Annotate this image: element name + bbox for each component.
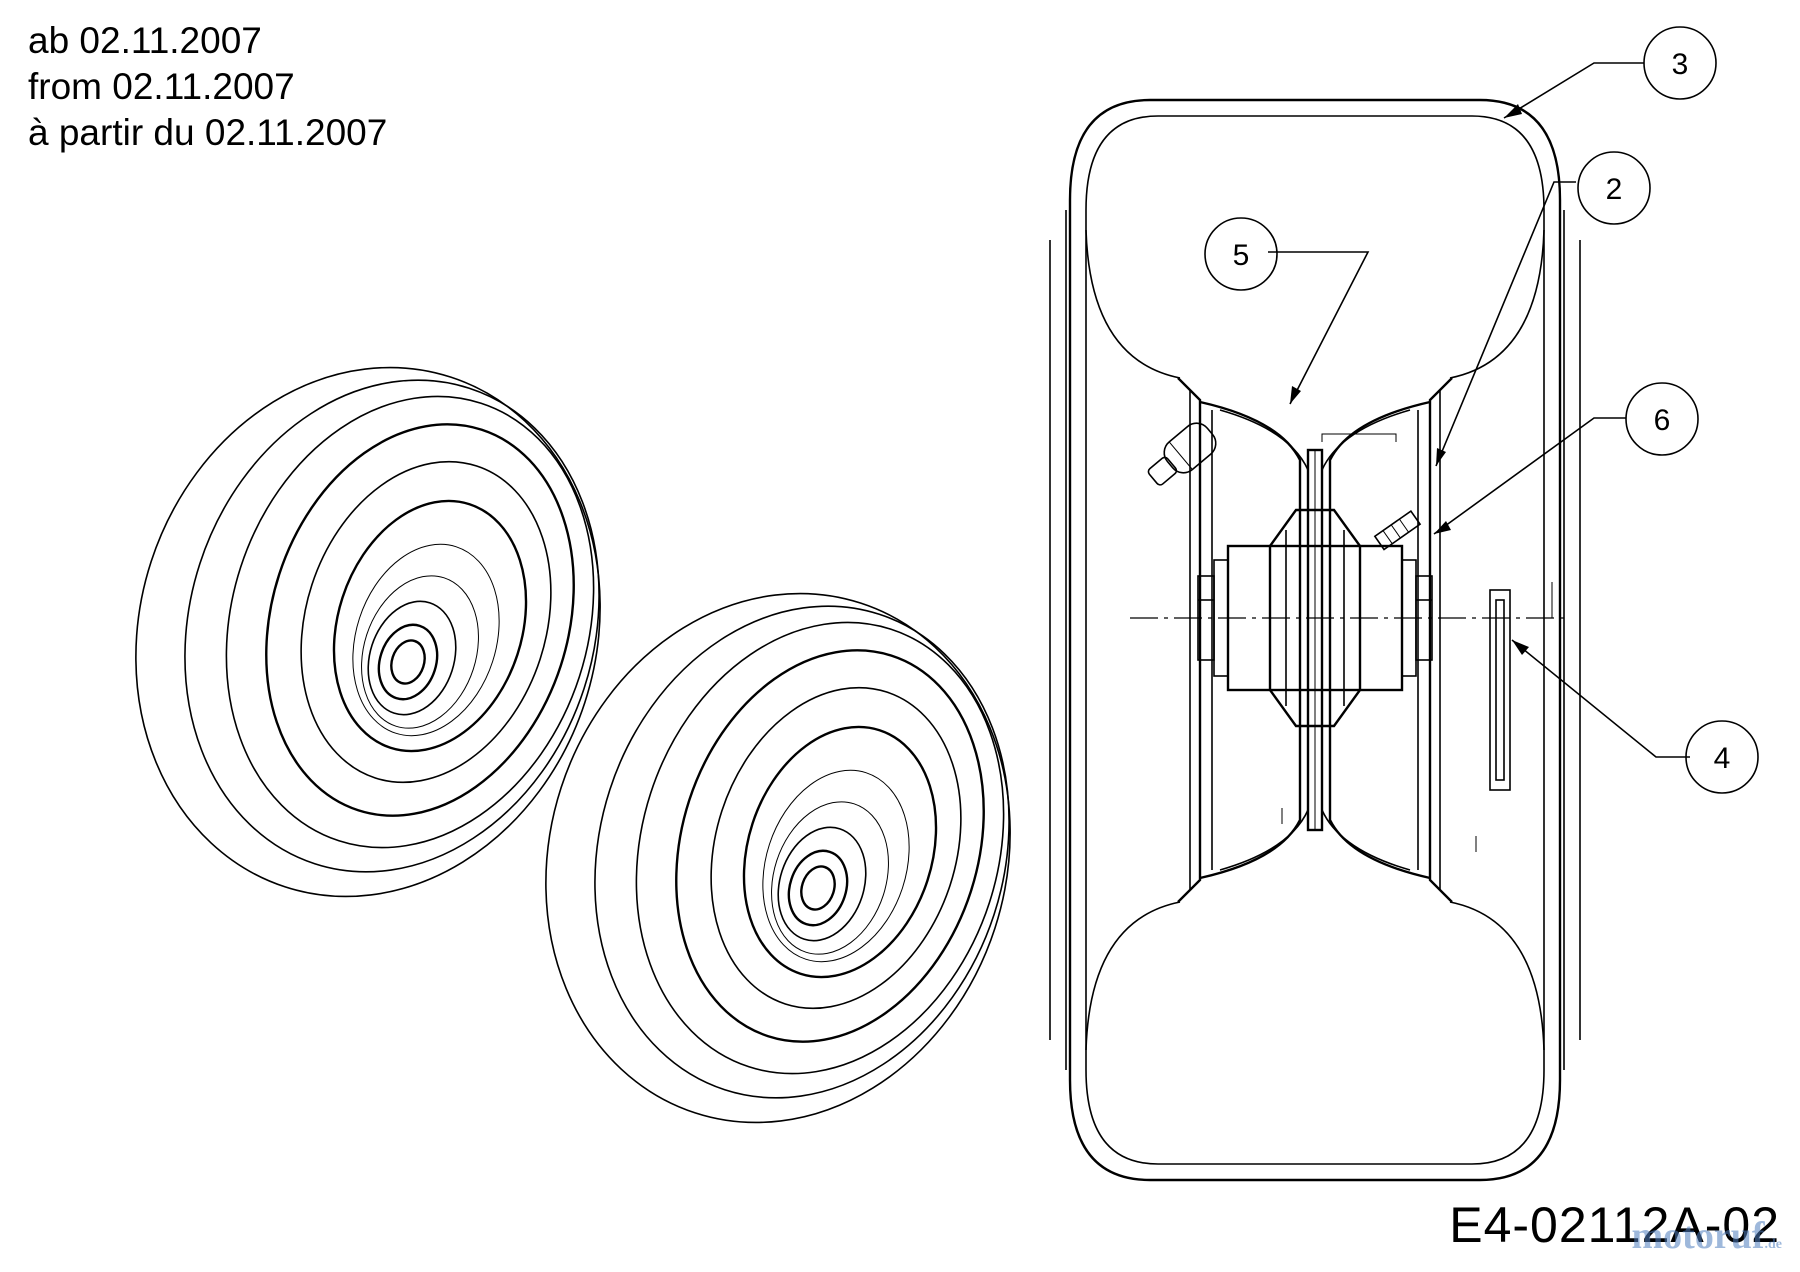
watermark-text: motoruf <box>1631 1215 1765 1257</box>
date-line-de: ab 02.11.2007 <box>28 20 262 61</box>
wheel-section-view <box>1049 98 1581 1182</box>
callout-4: 4 <box>1685 720 1759 794</box>
callout-4-label: 4 <box>1714 742 1731 775</box>
callout-3-label: 3 <box>1672 48 1689 81</box>
document-code: E4-02112A-02 <box>1449 1197 1780 1253</box>
date-line-en: from 02.11.2007 <box>28 66 295 107</box>
validity-date-block: ab 02.11.2007 from 02.11.2007 à partir d… <box>28 18 387 156</box>
callout-5-label: 5 <box>1233 239 1250 272</box>
callout-leaders <box>1268 62 1690 758</box>
callout-6-label: 6 <box>1654 404 1671 437</box>
callout-2-label: 2 <box>1606 173 1623 206</box>
wheel-iso-upper <box>135 366 601 898</box>
watermark-suffix: .de <box>1764 1237 1783 1252</box>
wheel-iso-lower <box>545 592 1011 1124</box>
callout-3: 3 <box>1643 26 1717 100</box>
watermark-logo: motoruf.de <box>1632 1214 1782 1258</box>
callout-6: 6 <box>1625 382 1699 456</box>
callout-5: 5 <box>1204 217 1278 291</box>
callout-2: 2 <box>1577 151 1651 225</box>
date-line-fr: à partir du 02.11.2007 <box>28 112 388 153</box>
